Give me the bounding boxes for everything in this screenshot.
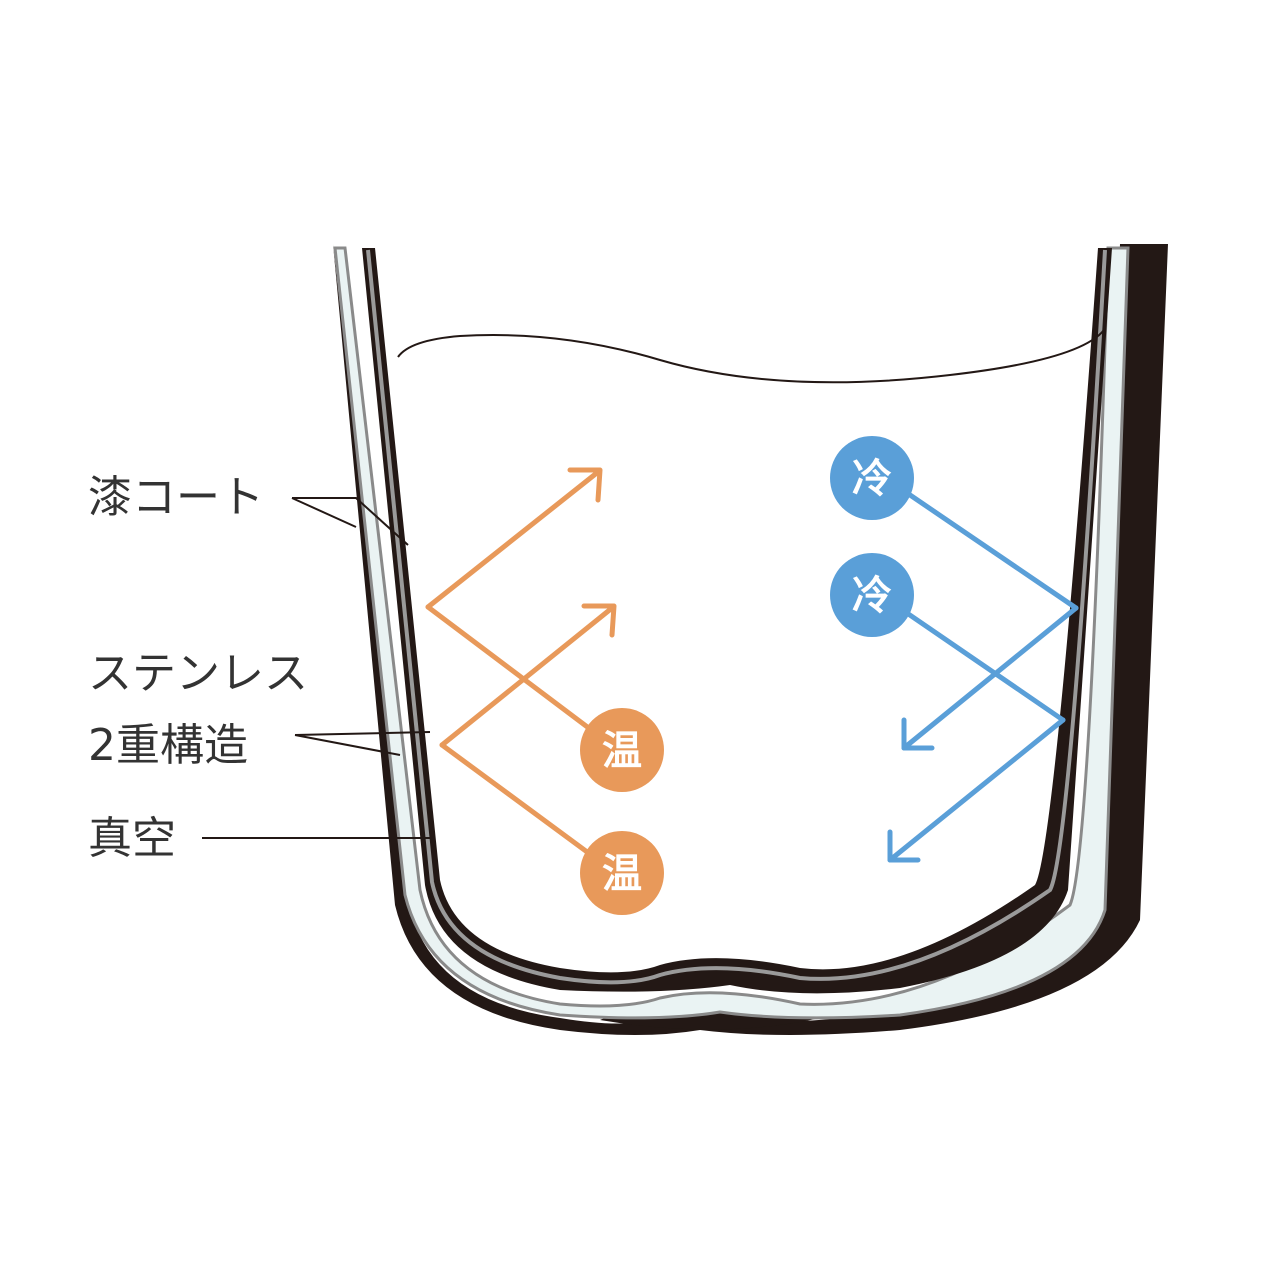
warm-arrow-lower-out — [439, 605, 615, 748]
warm-arrow-upper-head — [567, 467, 603, 503]
label-stainless-line1: ステンレス — [88, 648, 308, 699]
warm-arrow-upper-out — [425, 469, 601, 610]
inner-stainless-line — [366, 249, 1107, 985]
cold-badge-lower: 冷 — [830, 553, 914, 637]
cold-arrow-lower-in — [885, 597, 1066, 723]
warm-badge-upper-text: 温 — [602, 728, 642, 774]
warm-arrows — [425, 467, 617, 863]
warm-badge-lower: 温 — [580, 831, 664, 915]
label-vacuum: 真空 — [88, 813, 176, 864]
warm-arrow-lower-head — [581, 603, 617, 638]
cold-arrows — [885, 477, 1079, 863]
warm-badge-lower-text: 温 — [602, 851, 642, 897]
outer-wall — [333, 244, 1168, 1035]
liquid-surface — [397, 329, 1105, 384]
leader-stainless — [294, 731, 431, 756]
vacuum-layer — [333, 246, 1130, 1020]
label-stainless-line2: 2重構造 — [88, 720, 248, 771]
cold-arrow-lower-out — [887, 717, 1066, 863]
inner-wall — [362, 248, 1112, 994]
cold-arrow-lower-head — [887, 829, 921, 863]
warm-arrow-lower-in — [439, 742, 601, 863]
leader-lines — [202, 497, 431, 839]
label-urushi-coat: 漆コート — [88, 472, 264, 523]
cold-arrow-upper-out — [901, 605, 1079, 751]
warm-badge-upper: 温 — [580, 708, 664, 792]
cold-badge-lower-text: 冷 — [852, 573, 892, 619]
cold-badge-upper: 冷 — [830, 436, 914, 520]
leader-urushi — [291, 497, 409, 546]
cold-arrow-upper-head — [901, 717, 935, 751]
cold-badge-upper-text: 冷 — [852, 456, 892, 502]
cold-arrow-upper-in — [885, 477, 1079, 611]
warm-arrow-upper-in — [425, 604, 601, 738]
